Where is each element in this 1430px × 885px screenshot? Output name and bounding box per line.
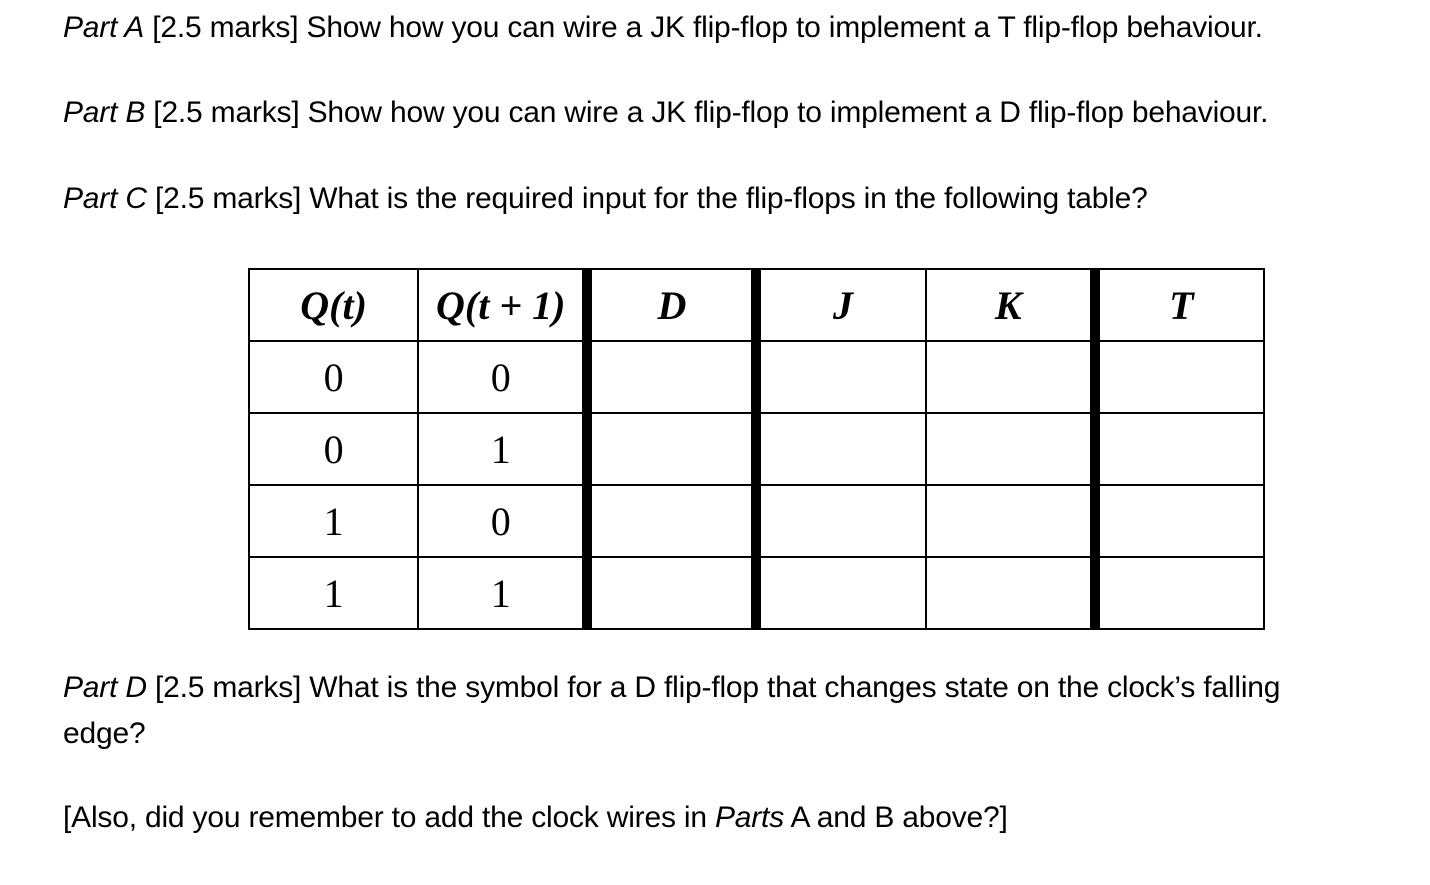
cell-j — [751, 340, 927, 414]
cell-k — [924, 412, 1096, 486]
cell-d — [582, 412, 758, 486]
cell-d — [582, 340, 758, 414]
part-c-text: [2.5 marks] What is the required input f… — [146, 182, 1148, 215]
part-a-paragraph: Part A [2.5 marks] Show how you can wire… — [63, 5, 1400, 51]
part-d-label: Part D — [63, 671, 147, 704]
table-header-row: Q(t) Q(t + 1) D J K T — [247, 268, 1266, 342]
cell-q-t-plus-1: 0 — [417, 340, 589, 414]
table-row: 1 0 — [247, 484, 1266, 558]
part-d-text-line2: edge? — [63, 717, 146, 750]
note-suffix: A and B above?] — [784, 801, 1008, 834]
cell-q-t-plus-1: 1 — [417, 412, 589, 486]
cell-j — [751, 412, 927, 486]
cell-q-t: 0 — [247, 340, 420, 414]
header-d: D — [582, 268, 758, 342]
cell-q-t: 0 — [247, 412, 420, 486]
header-k: K — [924, 268, 1096, 342]
cell-q-t: 1 — [247, 556, 420, 630]
cell-q-t-plus-1: 1 — [417, 556, 589, 630]
cell-d — [582, 484, 758, 558]
clock-wires-note-paragraph: [Also, did you remember to add the clock… — [63, 795, 1400, 841]
part-a-text: [2.5 marks] Show how you can wire a JK f… — [144, 11, 1263, 44]
part-b-label: Part B — [63, 96, 146, 129]
header-t: T — [1089, 268, 1266, 342]
cell-k — [924, 340, 1096, 414]
cell-t — [1089, 412, 1266, 486]
document-page: Part A [2.5 marks] Show how you can wire… — [63, 5, 1400, 841]
table-row: 0 1 — [247, 412, 1266, 486]
header-j: J — [751, 268, 927, 342]
header-q-t: Q(t) — [247, 268, 420, 342]
cell-t — [1089, 484, 1266, 558]
cell-k — [924, 484, 1096, 558]
part-d-paragraph: Part D [2.5 marks] What is the symbol fo… — [63, 665, 1400, 757]
table-row: 0 0 — [247, 340, 1266, 414]
cell-t — [1089, 340, 1266, 414]
part-b-paragraph: Part B [2.5 marks] Show how you can wire… — [63, 90, 1400, 136]
cell-j — [751, 556, 927, 630]
part-a-label: Part A — [63, 11, 145, 44]
note-italic-word: Parts — [714, 801, 784, 834]
cell-t — [1089, 556, 1266, 630]
part-c-label: Part C — [63, 182, 147, 215]
header-q-t-plus-1: Q(t + 1) — [417, 268, 589, 342]
part-d-text-line1: [2.5 marks] What is the symbol for a D f… — [146, 671, 1281, 704]
cell-k — [924, 556, 1096, 630]
part-b-text: [2.5 marks] Show how you can wire a JK f… — [145, 96, 1269, 129]
part-c-paragraph: Part C [2.5 marks] What is the required … — [63, 176, 1400, 222]
cell-q-t-plus-1: 0 — [417, 484, 589, 558]
cell-j — [751, 484, 927, 558]
note-prefix: [Also, did you remember to add the clock… — [63, 801, 715, 834]
cell-d — [582, 556, 758, 630]
cell-q-t: 1 — [247, 484, 420, 558]
flip-flop-excitation-table: Q(t) Q(t + 1) D J K T 0 0 0 1 — [247, 268, 1266, 630]
table-row: 1 1 — [247, 556, 1266, 630]
